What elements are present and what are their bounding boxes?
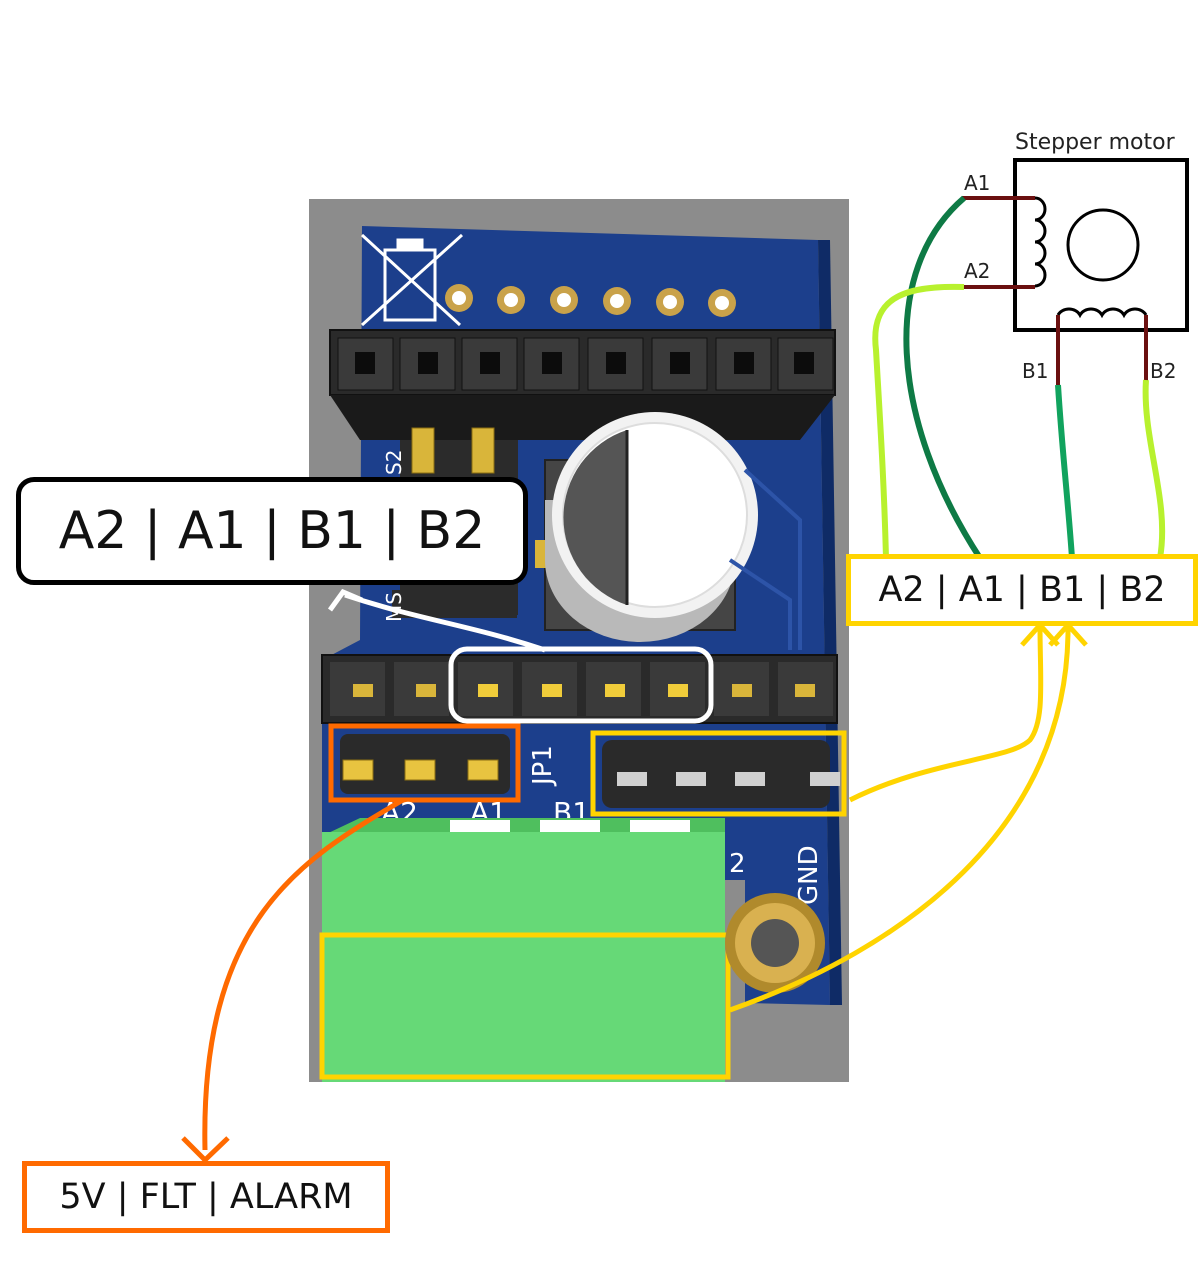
wire-a1 <box>906 198 980 558</box>
aux-3pin-header <box>340 734 510 794</box>
motor-pin-a1: A1 <box>964 171 990 195</box>
terminal-block <box>322 818 725 1082</box>
top-female-header <box>330 330 835 440</box>
wire-b2 <box>1146 380 1163 558</box>
motor-pin-b1: B1 <box>1022 359 1048 383</box>
motor-pin-b2: B2 <box>1150 359 1176 383</box>
motor-4pin-header <box>602 740 840 808</box>
stepper-motor-symbol <box>1015 160 1187 330</box>
callout-main-pinout: A2 | A1 | B1 | B2 <box>16 477 528 585</box>
callout-motor-connector: A2 | A1 | B1 | B2 <box>846 554 1198 626</box>
silk-2: 2 <box>729 849 746 879</box>
middle-header <box>322 655 837 723</box>
motor-pin-a2: A2 <box>964 259 990 283</box>
silk-s2: S2 <box>382 450 406 475</box>
silk-jp1: JP1 <box>528 745 558 787</box>
wire-b1 <box>1058 385 1072 558</box>
callout-aux-header: 5V | FLT | ALARM <box>22 1161 390 1233</box>
yellow-arrow-header <box>850 625 1041 800</box>
motor-title: Stepper motor <box>1015 130 1176 155</box>
silk-gnd: GND <box>794 845 824 905</box>
